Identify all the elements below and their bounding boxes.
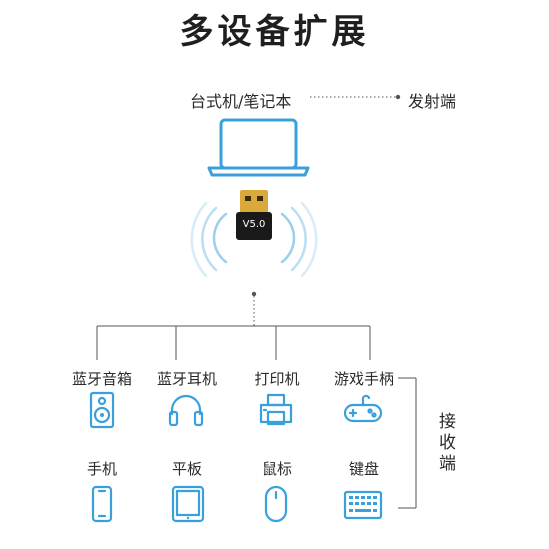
adapter-down-dot [251, 291, 257, 297]
device-label-gamepad: 游戏手柄 [333, 370, 394, 388]
device-label-headphones: 蓝牙耳机 [156, 370, 217, 388]
device-label-printer: 打印机 [254, 370, 300, 388]
gamepad-icon [343, 394, 383, 423]
bluetooth-adapter-icon [236, 190, 272, 240]
laptop-icon [207, 118, 310, 177]
device-label-mouse: 鼠标 [261, 460, 292, 478]
page-title: 多设备扩展 [179, 12, 370, 52]
sender-connector-dot [395, 94, 401, 100]
sender-role-label: 发射端 [408, 92, 457, 111]
device-label-keyboard: 键盘 [348, 460, 379, 478]
receiver-role-label: 接收端 [435, 412, 455, 475]
headphones-icon [168, 394, 204, 427]
signal-waves-left [190, 201, 228, 278]
printer-icon [259, 393, 293, 426]
signal-waves-right [280, 201, 318, 278]
device-label-speaker: 蓝牙音箱 [71, 370, 132, 388]
device-label-tablet: 平板 [171, 460, 202, 478]
sender-label: 台式机/笔记本 [190, 92, 292, 111]
speaker-icon [89, 391, 115, 429]
device-label-phone: 手机 [86, 460, 117, 478]
adapter-version-label: V5.0 [242, 219, 266, 230]
keyboard-icon [343, 490, 383, 520]
tablet-icon [171, 485, 205, 523]
mouse-icon [264, 485, 288, 523]
phone-icon [91, 485, 113, 523]
